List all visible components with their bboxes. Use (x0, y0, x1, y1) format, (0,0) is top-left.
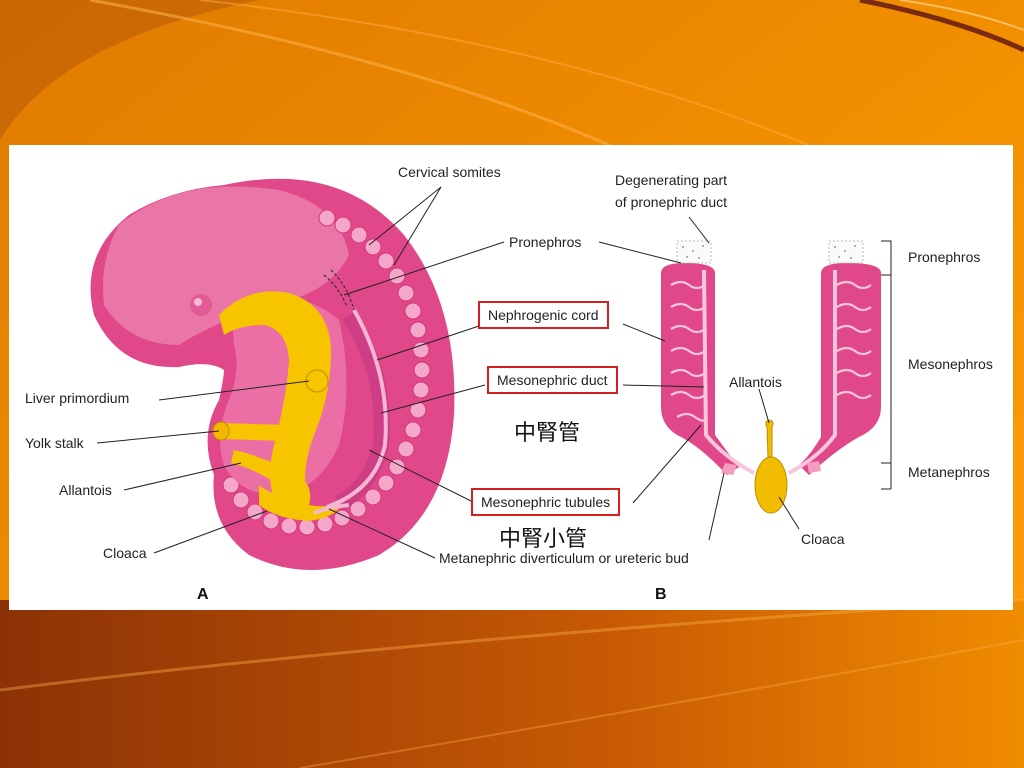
liver-primordium-shape (305, 369, 329, 393)
label-cloaca-b: Cloaca (801, 531, 845, 547)
allantois-shape (231, 450, 311, 507)
leader-lines-a (96, 186, 505, 559)
mesonephric-duct-shape (326, 309, 388, 509)
embryo-drawing (90, 178, 455, 570)
label-degenerating-part-line1: Degenerating part (615, 172, 728, 188)
label-mesonephric-tubules: Mesonephric tubules (471, 488, 621, 516)
yolk-stalk-shape (219, 423, 287, 441)
label-degenerating-part-line2: of pronephric duct (615, 194, 728, 210)
label-allantois-a: Allantois (59, 482, 112, 498)
region-label-pronephros: Pronephros (908, 249, 981, 265)
label-nephrogenic-cord: Nephrogenic cord (478, 301, 609, 329)
label-cloaca-a: Cloaca (103, 545, 147, 561)
allantois-b-shape (765, 419, 774, 458)
label-allantois-b: Allantois (729, 374, 782, 390)
label-yolk-stalk: Yolk stalk (25, 435, 84, 451)
ureteric-bud-right (807, 461, 821, 473)
left-mesonephros-column (661, 263, 739, 475)
somites (222, 209, 431, 536)
cloaca-b-shape (754, 456, 788, 514)
urogenital-system-b (661, 240, 881, 514)
ureteric-bud-shape (313, 503, 350, 515)
tubules-right (836, 280, 872, 400)
kidney-development-illustration (90, 178, 892, 570)
figure-panel: Cervical somites Pronephros Nephrogenic … (9, 145, 1013, 610)
annotation-mesonephric-tubules-cn: 中腎小管 (499, 527, 588, 552)
ureteric-bud-left (721, 463, 737, 475)
tubules-left (670, 280, 708, 422)
region-label-metanephros: Metanephros (908, 464, 990, 480)
gut-tube (219, 291, 331, 510)
annotation-mesonephric-duct-cn: 中腎管 (514, 421, 581, 446)
region-label-mesonephros: Mesonephros (908, 356, 993, 372)
label-mesonephric-duct: Mesonephric duct (487, 366, 618, 394)
leader-lines-b (598, 216, 892, 541)
label-metanephric-diverticulum: Metanephric diverticulum or ureteric bud (439, 550, 689, 566)
degenerating-pronephros (676, 240, 864, 264)
label-pronephros-a: Pronephros (509, 234, 582, 250)
label-cervical-somites: Cervical somites (398, 164, 501, 180)
panel-letter-a: A (197, 586, 209, 603)
optic-vesicle (190, 294, 212, 316)
panel-letter-b: B (655, 586, 667, 603)
head-highlight (103, 186, 349, 345)
right-mesonephros-column (799, 263, 881, 475)
label-liver-primordium: Liver primordium (25, 390, 130, 406)
